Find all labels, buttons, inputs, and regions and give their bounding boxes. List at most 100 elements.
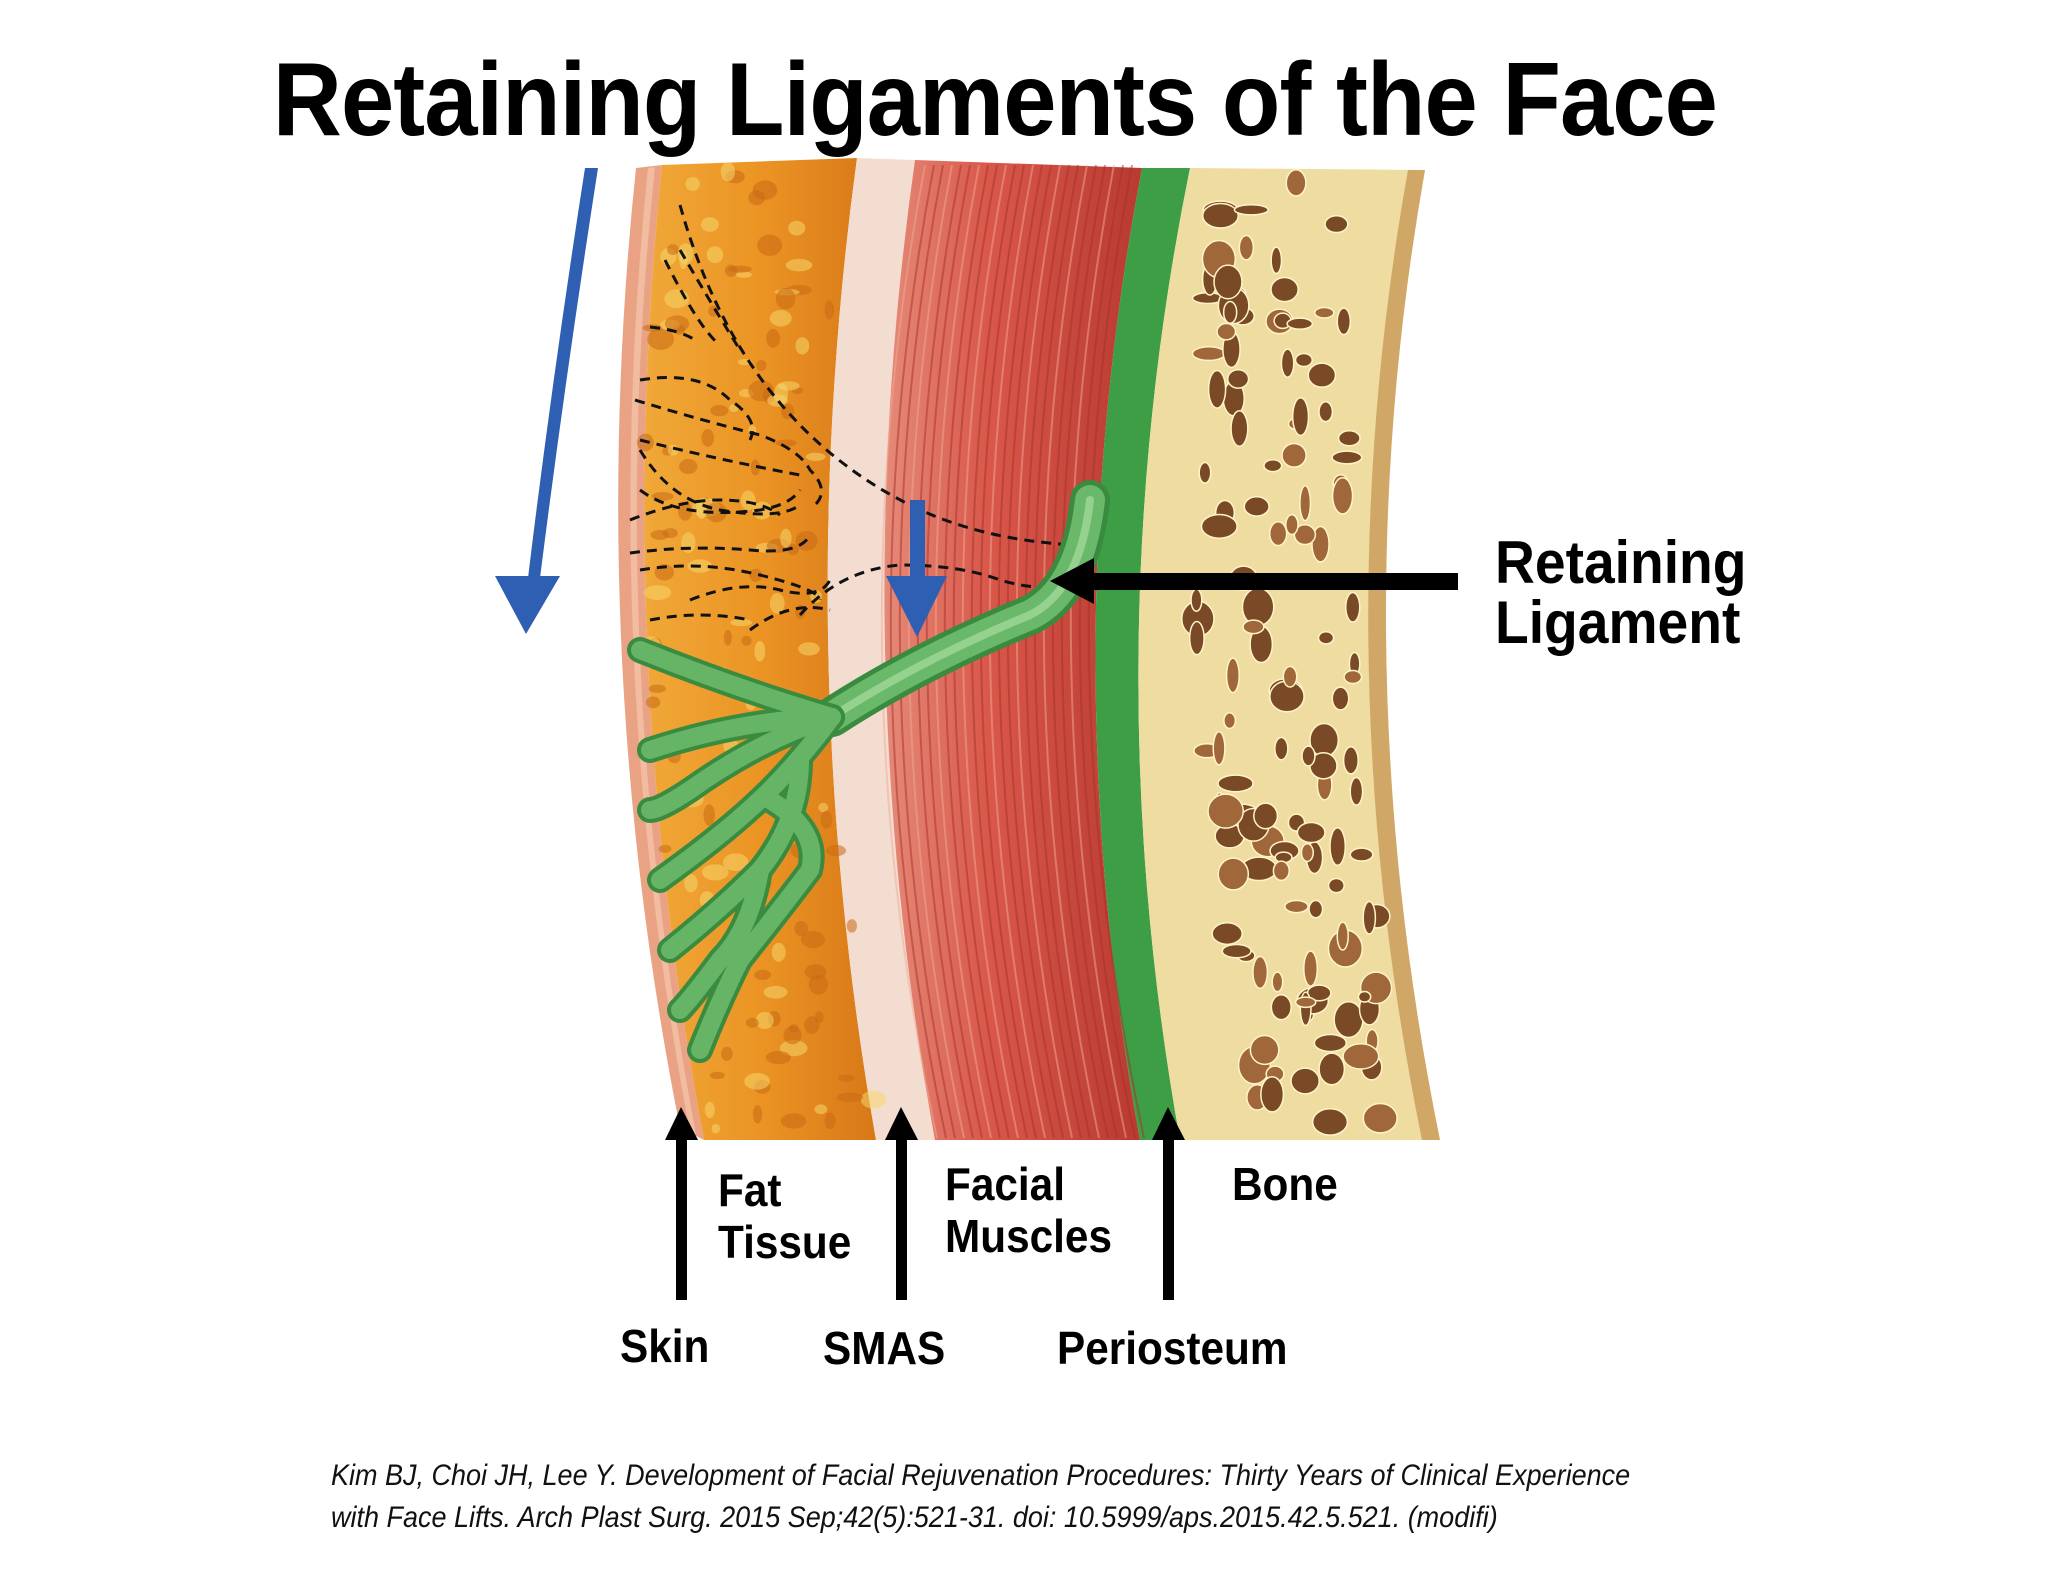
bone-cavity — [1217, 774, 1254, 793]
small-downward-arrow-icon — [886, 500, 947, 637]
bone-cavity — [1223, 712, 1237, 730]
fat-lobule — [788, 220, 806, 236]
muscle-fiber — [1051, 164, 1109, 1139]
fat-lobule — [679, 251, 688, 270]
bone-cavity — [1299, 485, 1312, 522]
bone-cavity — [1293, 524, 1317, 546]
fat-lobule — [769, 309, 792, 327]
smas-pointer-arrow-icon — [885, 1107, 918, 1300]
bone-cavity — [1331, 477, 1354, 515]
retaining-ligament — [627, 480, 1110, 1063]
fat-lobule — [722, 853, 749, 871]
fat-lobule — [748, 190, 766, 206]
bone-cavity — [1317, 631, 1335, 645]
fat-lobule — [678, 502, 693, 521]
label-skin: Skin — [620, 1320, 710, 1372]
citation-line1: Kim BJ, Choi JH, Lee Y. Development of F… — [331, 1459, 1631, 1492]
fat-lobule — [804, 964, 827, 980]
fat-lobule — [648, 684, 666, 693]
fat-lobule — [711, 1123, 721, 1134]
fat-lobule — [703, 804, 715, 826]
muscle-fiber — [880, 164, 938, 1139]
bone-cavity — [1300, 843, 1314, 863]
fat-lobule — [824, 1112, 836, 1130]
skin-pointer-arrow-icon — [665, 1107, 698, 1300]
muscle-fiber — [1006, 164, 1064, 1139]
label-facial-muscles-line1: Facial — [945, 1158, 1065, 1210]
fat-lobule — [685, 176, 700, 192]
bone-cavity — [1284, 899, 1309, 914]
bone-cavity — [1345, 591, 1361, 623]
bone-cavity — [1238, 234, 1255, 261]
bone-cavity — [1308, 899, 1324, 919]
bone-cavity — [1294, 352, 1313, 368]
label-fat-tissue: Fat Tissue — [718, 1164, 851, 1268]
bone-cavity — [1313, 306, 1335, 319]
muscle-fiber — [1042, 164, 1100, 1139]
bone-cavity — [1313, 1033, 1348, 1053]
bone-cavity — [1270, 276, 1299, 303]
muscle-fiber — [1015, 164, 1073, 1139]
bone-cavity — [1274, 736, 1289, 761]
fat-lobule — [667, 244, 679, 255]
fat-lobule — [723, 629, 732, 646]
fat-lobule — [706, 246, 724, 264]
bone-spots — [1181, 169, 1398, 1136]
fat-lobule — [846, 919, 858, 933]
bone-cavity — [1342, 1043, 1380, 1070]
fat-lobule — [735, 271, 752, 278]
label-periosteum: Periosteum — [1057, 1322, 1288, 1374]
bone-cavity — [1201, 202, 1239, 229]
fat-lobule — [787, 543, 799, 556]
fat-lobule — [780, 1113, 807, 1129]
fat-lobule — [765, 1051, 792, 1065]
bone-cavity — [1212, 731, 1226, 766]
bone-outer-edge — [1368, 170, 1440, 1140]
skin-layer — [618, 165, 704, 1140]
fat-lobule — [730, 618, 753, 627]
bone-cavity — [1226, 369, 1250, 389]
muscle-fiber — [1069, 164, 1127, 1139]
fat-lobule — [771, 942, 786, 962]
bone-cavity — [1225, 657, 1240, 694]
fat-lobule — [783, 1026, 802, 1045]
bone-cavity — [1318, 1052, 1346, 1086]
bone-cavity — [1252, 955, 1269, 990]
fat-lobule — [744, 1072, 770, 1090]
bone-cavity — [1286, 317, 1314, 330]
dashed-septa — [629, 204, 1076, 632]
bone-layer — [1138, 168, 1440, 1140]
fat-lobule — [754, 640, 766, 662]
fat-lobule — [775, 287, 796, 310]
muscle-fiber — [1087, 164, 1145, 1139]
fat-lobule — [805, 452, 826, 461]
label-retaining-ligament-line1: Retaining — [1495, 529, 1747, 596]
large-downward-arrow-icon — [495, 168, 598, 634]
fat-lobule — [700, 217, 719, 232]
bone-cavity — [1243, 496, 1270, 517]
bone-cavity — [1272, 860, 1290, 882]
fat-lobule — [838, 1074, 855, 1082]
fat-lobule — [704, 1101, 715, 1118]
fat-lobule — [728, 265, 752, 273]
periosteum-pointer-arrow-icon — [1152, 1107, 1185, 1300]
label-smas: SMAS — [823, 1322, 946, 1374]
fat-lobule — [775, 439, 797, 447]
muscle-fiber — [1024, 164, 1082, 1139]
bone-cavity — [1336, 307, 1352, 336]
fat-lobule — [794, 920, 809, 937]
fat-lobule — [701, 864, 729, 881]
fat-lobule — [720, 1046, 733, 1061]
bone-cavity — [1221, 943, 1252, 959]
citation-line2: with Face Lifts. Arch Plast Surg. 2015 S… — [331, 1501, 1498, 1534]
fat-lobule — [814, 1104, 828, 1115]
bone-cavity — [1200, 513, 1238, 539]
fat-lobule — [701, 428, 715, 447]
fat-lobule — [757, 234, 783, 256]
fat-lobule — [767, 394, 788, 407]
bone-cavity — [1329, 827, 1347, 866]
fat-lobule — [785, 258, 813, 272]
bone-cavity — [1357, 990, 1372, 1003]
bone-cavity — [1324, 215, 1349, 234]
fat-lobule — [679, 458, 698, 475]
